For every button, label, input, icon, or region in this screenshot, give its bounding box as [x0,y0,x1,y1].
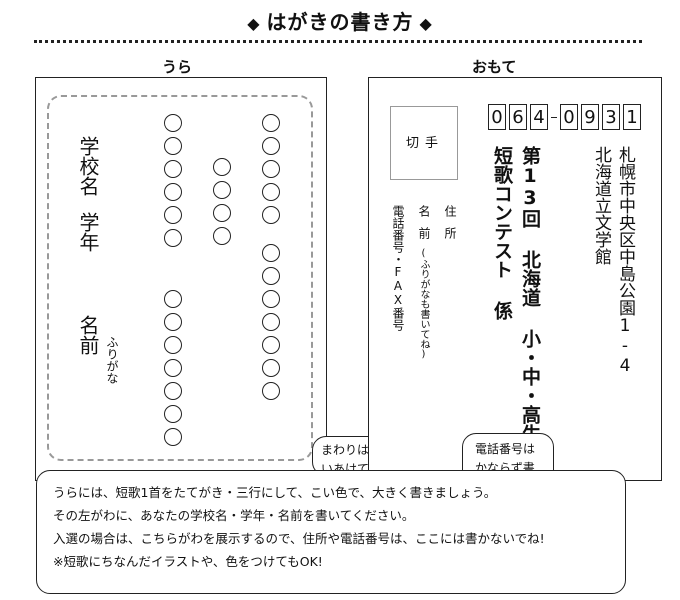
page-title: ◆ はがきの書き方 ◆ [0,6,680,35]
postcard-front [368,77,662,481]
diamond-icon: ◆ [247,14,261,33]
recipient-line1: 第13回 北海道 小・中・高生 [519,146,541,443]
recipient-line2: 短歌コンテスト 係 [491,146,513,320]
front-label: おもて [472,58,517,76]
stamp-label: 切手 [406,136,445,151]
instruction-line: ※短歌にちなんだイラストや、色をつけてもOK! [53,554,323,570]
tanka-line-1 [262,114,280,224]
instruction-line: その左がわに、あなたの学校名・学年・名前を書いてください。 [53,508,415,524]
title-text: はがきの書き方 [266,10,414,34]
tanka-line-2 [213,158,231,245]
school-label: 学校名 [76,136,100,196]
tanka-line-3b [164,290,182,446]
sender-name-note: (ふりがなも書いてね) [418,248,429,360]
instructions-box: うらには、短歌1首をたてがき・三行にして、こい色で、大きく書きましょう。 その左… [36,470,626,594]
dotted-divider [34,40,642,43]
sender-address-label: 住所 [443,205,457,249]
margin-guide [47,95,313,461]
sender-phone-label: 電話番号・FAX番号 [391,205,405,331]
back-label: うら [162,58,193,76]
stamp-box [390,106,458,180]
tanka-line-1b [262,244,280,400]
grade-label: 学年 [76,212,100,252]
address-line1: 札幌市中央区中島公園1-4 [615,146,635,376]
furigana-label: ふりがな [105,336,119,384]
tanka-line-3 [164,114,182,247]
address-line2: 北海道立文学館 [591,146,611,265]
instruction-line: 入選の場合は、こちらがわを展示するので、住所や電話番号は、ここには書かないでね! [53,531,545,547]
postal-code: 0 6 4 0 9 3 1 [488,104,641,130]
sender-name-label: 名前 [417,205,431,249]
name-label: 名前 [76,315,100,355]
instruction-line: うらには、短歌1首をたてがき・三行にして、こい色で、大きく書きましょう。 [53,485,497,500]
diamond-icon: ◆ [419,14,433,33]
